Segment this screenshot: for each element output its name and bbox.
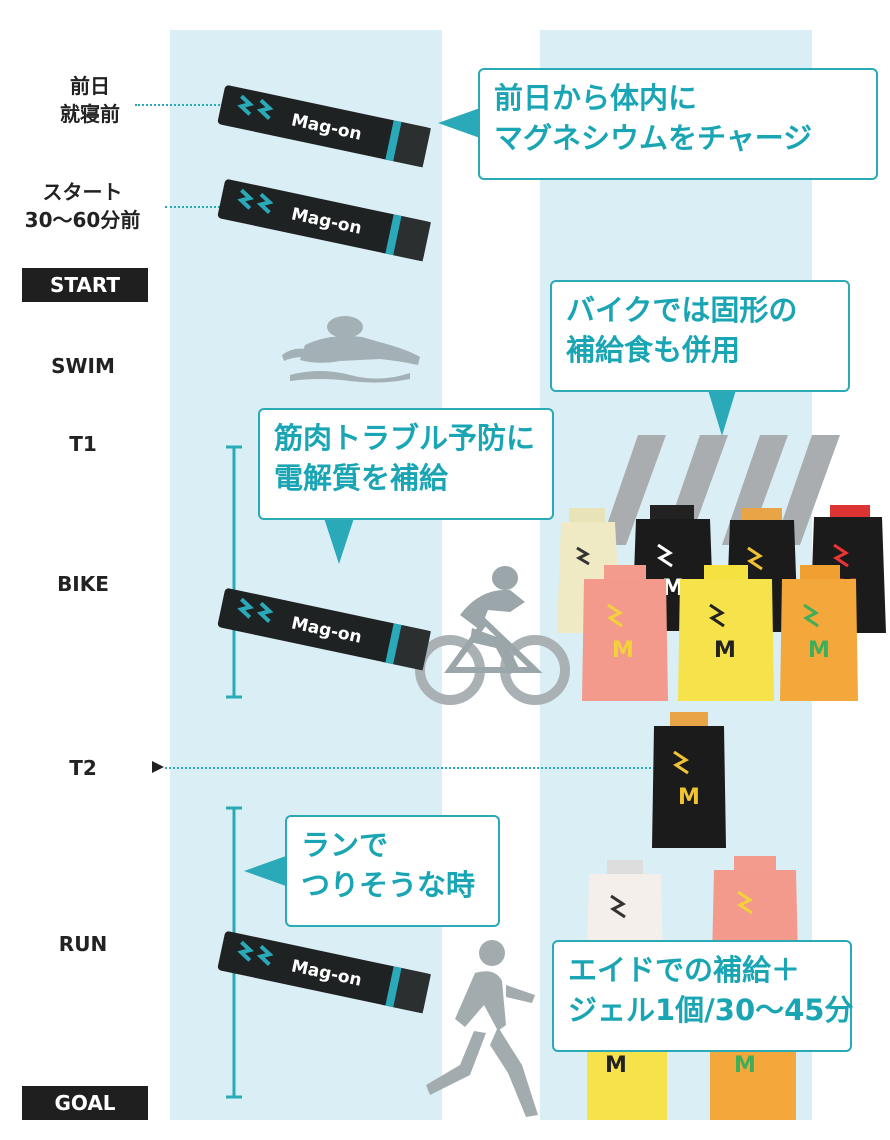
label-run: RUN xyxy=(58,932,108,956)
gel-pack-run-pink xyxy=(712,856,798,960)
callout-bike-food: バイクでは固形の 補給食も併用 xyxy=(550,280,850,392)
callout-run-cramp-pointer xyxy=(244,856,286,886)
label-t1: T1 xyxy=(69,432,97,456)
callout-run-cramp: ランで つりそうな時 xyxy=(285,815,500,927)
svg-text:M: M xyxy=(612,638,634,663)
label-before-start: スタート 30〜60分前 xyxy=(24,180,141,232)
callout-bike-food-pointer xyxy=(708,390,736,436)
callout-aid: エイドでの補給＋ ジェル1個/30〜45分 xyxy=(552,940,853,1052)
callout-charge-pointer xyxy=(438,108,480,138)
runner-icon xyxy=(426,940,538,1117)
svg-text:M: M xyxy=(714,638,736,663)
callout-cramp-pointer xyxy=(324,518,354,564)
swimmer-icon xyxy=(282,316,420,383)
label-t2: T2 xyxy=(69,756,97,780)
gel-pack-yellow: M xyxy=(678,565,774,701)
callout-cramp: 筋肉トラブル予防に 電解質を補給 xyxy=(258,408,554,520)
t2-arrow-icon xyxy=(152,761,164,773)
svg-text:M: M xyxy=(734,1053,756,1078)
label-goal: GOAL xyxy=(22,1086,148,1120)
gel-pack-run-yellow: M xyxy=(587,1040,667,1120)
svg-text:M: M xyxy=(808,638,830,663)
gel-pack-t2: M xyxy=(652,712,726,848)
gel-pack-run-orange: M xyxy=(710,1040,796,1120)
svg-text:M: M xyxy=(605,1053,627,1078)
mag-on-stick-before-start: Mag-on xyxy=(217,179,431,262)
svg-text:M: M xyxy=(662,576,684,601)
eve-connector xyxy=(135,104,223,106)
label-start: START xyxy=(22,268,148,302)
cyclist-icon xyxy=(415,566,570,705)
gel-pack-orange: M xyxy=(780,565,858,701)
mag-on-stick-run: Mag-on xyxy=(217,931,431,1014)
bike-range-bracket xyxy=(226,445,242,699)
callout-charge: 前日から体内に マグネシウムをチャージ xyxy=(478,68,878,180)
t2-connector xyxy=(165,767,655,769)
label-bike: BIKE xyxy=(57,572,109,596)
gel-pack-run-white xyxy=(587,860,663,960)
mag-on-stick-bike: Mag-on xyxy=(217,588,431,671)
mag-on-stick-eve: Mag-on xyxy=(217,85,431,168)
label-swim: SWIM xyxy=(51,354,115,378)
svg-text:M: M xyxy=(678,785,700,810)
before-start-connector xyxy=(165,206,220,208)
gel-pack-pink: M xyxy=(582,565,668,701)
label-eve: 前日 就寝前 xyxy=(60,74,120,126)
